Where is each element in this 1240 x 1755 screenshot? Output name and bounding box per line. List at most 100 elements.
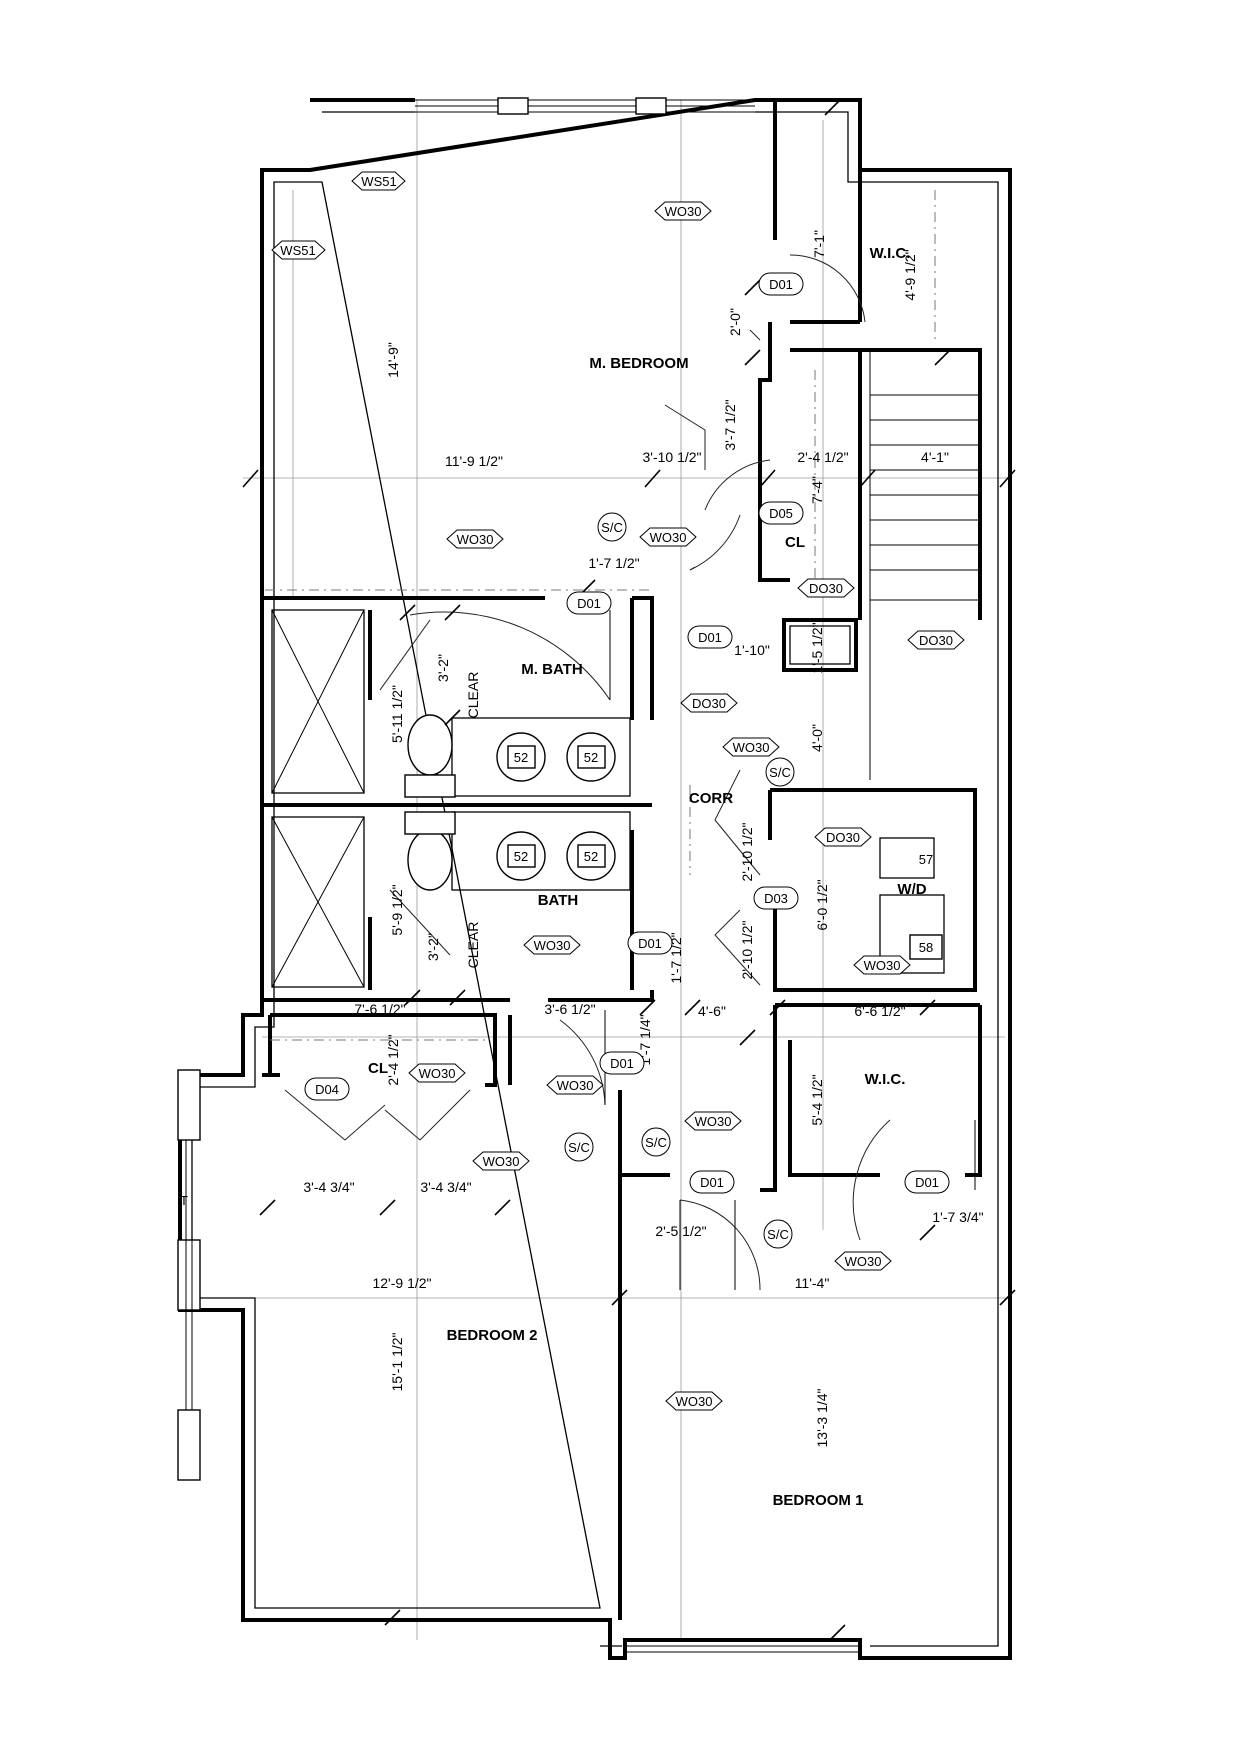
dim-13-3: 13'-3 1/4" bbox=[814, 1388, 830, 1447]
tag-do30-wd: DO30 bbox=[814, 827, 872, 847]
dim-2-4-b: 2'-4 1/2" bbox=[385, 1034, 401, 1085]
tag-d05: D05 bbox=[758, 501, 804, 525]
dim-6-6: 6'-6 1/2" bbox=[854, 1003, 905, 1019]
dim-4-6: 4'-6" bbox=[698, 1003, 726, 1019]
dim-11-4: 11'-4" bbox=[795, 1275, 830, 1291]
dim-4-0: 4'-0" bbox=[809, 724, 825, 752]
window-mark-t: T bbox=[180, 1193, 188, 1208]
dim-3-2-b: 3'-2" bbox=[425, 933, 441, 961]
svg-text:DO30: DO30 bbox=[919, 633, 953, 648]
dim-7-4: 7'-4" bbox=[809, 476, 825, 504]
dim-1-5: 1'-5 1/2" bbox=[809, 622, 825, 673]
dim-3-7: 3'-7 1/2" bbox=[722, 399, 738, 450]
svg-text:WO30: WO30 bbox=[733, 740, 770, 755]
room-bath: BATH bbox=[538, 892, 579, 909]
smoke-detector-hall: S/C bbox=[641, 1127, 671, 1157]
room-master-bath: M. BATH bbox=[521, 661, 582, 678]
fixture-52-d: 52 bbox=[584, 849, 598, 864]
svg-text:D01: D01 bbox=[700, 1175, 724, 1190]
dim-1-10: 1'-10" bbox=[734, 642, 770, 658]
svg-text:WO30: WO30 bbox=[557, 1078, 594, 1093]
svg-text:S/C: S/C bbox=[645, 1135, 667, 1150]
svg-text:WO30: WO30 bbox=[695, 1114, 732, 1129]
svg-text:WS51: WS51 bbox=[361, 174, 396, 189]
dim-7-1: 7'-1" bbox=[811, 230, 827, 258]
fixture-58: 58 bbox=[919, 940, 933, 955]
door-tags: D01 D05 D01 D01 D03 D01 D01 D04 bbox=[304, 272, 950, 1194]
dim-2-10-a: 2'-10 1/2" bbox=[739, 822, 755, 881]
svg-text:DO30: DO30 bbox=[826, 830, 860, 845]
svg-text:S/C: S/C bbox=[601, 520, 623, 535]
tag-d01-hall: D01 bbox=[599, 1051, 645, 1075]
svg-text:WO30: WO30 bbox=[534, 938, 571, 953]
dim-3-4-a: 3'-4 3/4" bbox=[303, 1179, 354, 1195]
dim-5-4: 5'-4 1/2" bbox=[809, 1074, 825, 1125]
dim-15-1: 15'-1 1/2" bbox=[389, 1332, 405, 1391]
tag-wo30-b1-b: WO30 bbox=[665, 1391, 723, 1411]
tag-d01-wic-b: D01 bbox=[904, 1170, 950, 1194]
fixture-57: 57 bbox=[919, 852, 933, 867]
dim-2-10-b: 2'-10 1/2" bbox=[739, 920, 755, 979]
svg-text:D01: D01 bbox=[769, 277, 793, 292]
tag-ws51-b: WS51 bbox=[271, 240, 326, 260]
clearance-bottom: CLEAR bbox=[465, 922, 481, 969]
svg-text:DO30: DO30 bbox=[692, 696, 726, 711]
dim-3-6: 3'-6 1/2" bbox=[544, 1001, 595, 1017]
dim-2-0: 2'-0" bbox=[727, 308, 743, 336]
tag-do30-corr: DO30 bbox=[680, 693, 738, 713]
fixture-52-c: 52 bbox=[514, 849, 528, 864]
dim-mb-width: 11'-9 1/2" bbox=[445, 453, 503, 469]
dim-4-1: 4'-1" bbox=[921, 449, 949, 465]
svg-text:S/C: S/C bbox=[767, 1227, 789, 1242]
svg-text:WO30: WO30 bbox=[864, 958, 901, 973]
dim-3-2-a: 3'-2" bbox=[435, 654, 451, 682]
svg-text:D03: D03 bbox=[764, 891, 788, 906]
tag-do30-stair: DO30 bbox=[907, 630, 965, 650]
dim-4-9: 4'-9 1/2" bbox=[902, 249, 918, 300]
tag-d01-wic: D01 bbox=[758, 272, 804, 296]
tag-wo30-b1: WO30 bbox=[834, 1251, 892, 1271]
room-wic-bottom: W.I.C. bbox=[865, 1071, 906, 1088]
room-bedroom-1: BEDROOM 1 bbox=[773, 1492, 864, 1509]
room-labels: M. BEDROOM W.I.C. CL M. BATH CORR W/D BA… bbox=[368, 245, 927, 1509]
svg-text:S/C: S/C bbox=[568, 1140, 590, 1155]
room-bedroom-2: BEDROOM 2 bbox=[447, 1327, 538, 1344]
dimension-ticks bbox=[242, 99, 1016, 1641]
tag-d01-bath: D01 bbox=[627, 931, 673, 955]
tag-wo30-top: WO30 bbox=[654, 201, 712, 221]
fixture-52-a: 52 bbox=[514, 750, 528, 765]
svg-text:WO30: WO30 bbox=[665, 204, 702, 219]
dim-1-7-d: 1'-7 3/4" bbox=[932, 1209, 983, 1225]
room-corridor: CORR bbox=[689, 790, 733, 807]
svg-text:D01: D01 bbox=[610, 1056, 634, 1071]
smoke-detectors: S/C S/C S/C S/C S/C bbox=[564, 512, 795, 1249]
tag-wo30-wd: WO30 bbox=[853, 955, 911, 975]
room-washer-dryer: W/D bbox=[897, 881, 926, 898]
dim-3-4-b: 3'-4 3/4" bbox=[420, 1179, 471, 1195]
room-closet-top: CL bbox=[785, 534, 805, 551]
svg-text:WO30: WO30 bbox=[845, 1254, 882, 1269]
tag-do30-cl: DO30 bbox=[797, 578, 855, 598]
svg-text:DO30: DO30 bbox=[809, 581, 843, 596]
smoke-detector-b2: S/C bbox=[564, 1132, 594, 1162]
tag-wo30-mb: WO30 bbox=[446, 529, 504, 549]
dim-6-0: 6'-0 1/2" bbox=[814, 879, 830, 930]
interior-walls bbox=[262, 100, 982, 1620]
dim-5-9: 5'-9 1/2" bbox=[389, 884, 405, 935]
svg-text:D01: D01 bbox=[577, 596, 601, 611]
tag-wo30-b2: WO30 bbox=[472, 1151, 530, 1171]
svg-text:D01: D01 bbox=[915, 1175, 939, 1190]
tag-d03: D03 bbox=[753, 886, 799, 910]
dim-5-11: 5'-11 1/2" bbox=[389, 685, 405, 743]
door-swings bbox=[284, 254, 976, 1291]
tag-wo30-corr: WO30 bbox=[722, 737, 780, 757]
svg-text:D05: D05 bbox=[769, 506, 793, 521]
room-closet-left: CL bbox=[368, 1060, 388, 1077]
room-master-bedroom: M. BEDROOM bbox=[589, 355, 688, 372]
dim-7-6: 7'-6 1/2" bbox=[354, 1001, 405, 1017]
svg-text:WO30: WO30 bbox=[483, 1154, 520, 1169]
fixture-52-b: 52 bbox=[584, 750, 598, 765]
fixtures: 52 52 52 52 57 58 bbox=[404, 714, 943, 960]
dim-2-5: 2'-5 1/2" bbox=[655, 1223, 706, 1239]
toilet-top-tank bbox=[404, 774, 456, 798]
